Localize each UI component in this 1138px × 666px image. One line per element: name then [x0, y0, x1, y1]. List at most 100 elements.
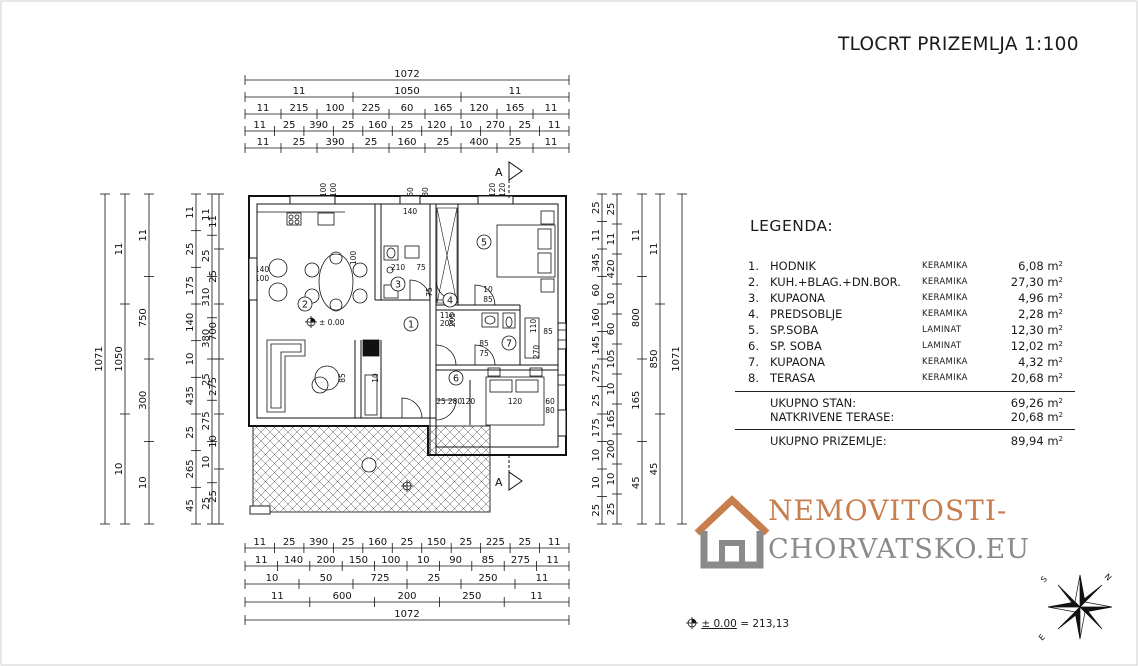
legend-row-num: 7.	[748, 355, 759, 369]
legend-row-name: HODNIK	[770, 259, 817, 273]
legend-row-area: 12,30 m2	[1010, 323, 1063, 337]
dimension-label: 11	[546, 555, 559, 566]
elevation-rest: = 213,13	[736, 618, 790, 630]
dimension-label: 11	[545, 137, 558, 148]
dimension-label: 25	[208, 490, 219, 503]
dimension-label: 10	[266, 573, 279, 584]
bedroom-6-bed	[485, 367, 545, 426]
dimension-label: 225	[361, 103, 380, 114]
dimension-label: 160	[368, 537, 387, 548]
dimension-label: 25	[518, 120, 531, 131]
legend-total-label: UKUPNO STAN:	[770, 396, 857, 410]
dimension-label: 150	[349, 555, 368, 566]
dimension-label: 10	[591, 476, 602, 489]
legend-divider-2	[735, 429, 1075, 430]
interior-dimension-label: 80	[545, 406, 555, 415]
dining-table	[268, 251, 368, 312]
interior-dimension-label: 270	[532, 345, 541, 360]
grand-total-area: 89,94 m2	[1010, 434, 1063, 448]
dimension-label: 600	[333, 591, 352, 602]
dimension-label: 85	[482, 555, 495, 566]
dimension-label: 50	[320, 573, 333, 584]
interior-dimension-label: 80	[421, 187, 430, 197]
dimension-label: 10	[138, 476, 149, 489]
room-marker-circle	[476, 234, 492, 250]
dimension-label: 25	[401, 537, 414, 548]
dimension-label: 10	[417, 555, 430, 566]
dimension-label: 11	[509, 86, 522, 97]
interior-dimension-label: 100	[319, 183, 328, 198]
dimension-label: 175	[591, 418, 602, 437]
level-symbol-icon	[686, 617, 698, 629]
interior-dimension-label: 25	[436, 397, 446, 406]
room-marker-number: 6	[453, 374, 459, 385]
dimension-label: 165	[631, 391, 642, 410]
legend-row-area: 4,96 m2	[1018, 291, 1063, 305]
interior-dimension-label: 75	[416, 263, 426, 272]
dimension-label: 25	[437, 137, 450, 148]
interior-dimension-label: 10	[371, 373, 380, 383]
interior-dimension-label: 60	[545, 397, 555, 406]
dimension-label: 390	[309, 537, 328, 548]
legend-row-name: KUPAONA	[770, 355, 826, 369]
left-dimension-chains: 1071111050101175030010112517514010435252…	[94, 193, 224, 525]
logo-line-2: CHORVATSKO.EU	[768, 534, 1030, 565]
dimension-label: 11	[530, 591, 543, 602]
bathroom-3-fixtures	[383, 245, 420, 299]
dimension-label: 345	[591, 253, 602, 272]
dimension-label: 1072	[394, 609, 419, 620]
legend-total-row: UKUPNO STAN:69,26 m2	[735, 396, 1075, 410]
room-marker-number: 3	[395, 280, 401, 291]
dimension-label: 11	[185, 206, 196, 219]
dimension-label: 11	[208, 215, 219, 228]
terrace-column	[249, 505, 271, 515]
living-sofa	[266, 339, 380, 416]
legend-row-material: KERAMIKA	[922, 357, 968, 367]
dimension-label: 800	[631, 308, 642, 327]
dimension-label: 150	[427, 537, 446, 548]
dimension-label: 11	[114, 243, 125, 256]
interior-dimension-label: 85	[479, 339, 489, 348]
dimension-label: 25	[185, 243, 196, 256]
dimension-label: 105	[606, 349, 617, 368]
room-marker-circle	[442, 292, 458, 308]
dimension-label: 275	[591, 363, 602, 382]
legend-row-name: KUPAONA	[770, 291, 826, 305]
dimension-label: 390	[325, 137, 344, 148]
dimension-label: 140	[185, 313, 196, 332]
legend-row-material: KERAMIKA	[922, 277, 968, 287]
interior-dimension-label: 205	[440, 319, 455, 328]
dimension-label: 160	[368, 120, 387, 131]
dimension-label: 165	[433, 103, 452, 114]
legend-row-num: 2.	[748, 275, 759, 289]
dimension-label: 11	[257, 137, 270, 148]
doors	[401, 279, 496, 421]
legend-row-material: KERAMIKA	[922, 309, 968, 319]
dimension-label: 10	[606, 473, 617, 486]
legend-row-num: 3.	[748, 291, 759, 305]
legend-row-name: TERASA	[770, 371, 816, 385]
dimension-label: 275	[208, 377, 219, 396]
room-marker-circle	[403, 316, 419, 332]
interior-dimension-label: 110	[529, 319, 538, 334]
interior-dimension-label: 140	[403, 207, 418, 216]
interior-walls	[354, 204, 558, 455]
wardrobe	[436, 207, 458, 304]
legend-row-num: 6.	[748, 339, 759, 353]
dimension-label: 725	[370, 573, 389, 584]
dimension-label: 200	[397, 591, 416, 602]
dimension-label: 60	[606, 323, 617, 336]
dimension-label: 11	[138, 229, 149, 242]
interior-dimension-label: 210	[391, 263, 406, 272]
dimension-label: 11	[253, 120, 266, 131]
legend-total-row: NATKRIVENE TERASE:20,68 m2	[735, 410, 1075, 424]
legend-row-num: 5.	[748, 323, 759, 337]
dimension-label: 165	[505, 103, 524, 114]
windows	[248, 195, 567, 437]
dimension-label: 25	[591, 394, 602, 407]
dimension-label: 11	[606, 233, 617, 246]
